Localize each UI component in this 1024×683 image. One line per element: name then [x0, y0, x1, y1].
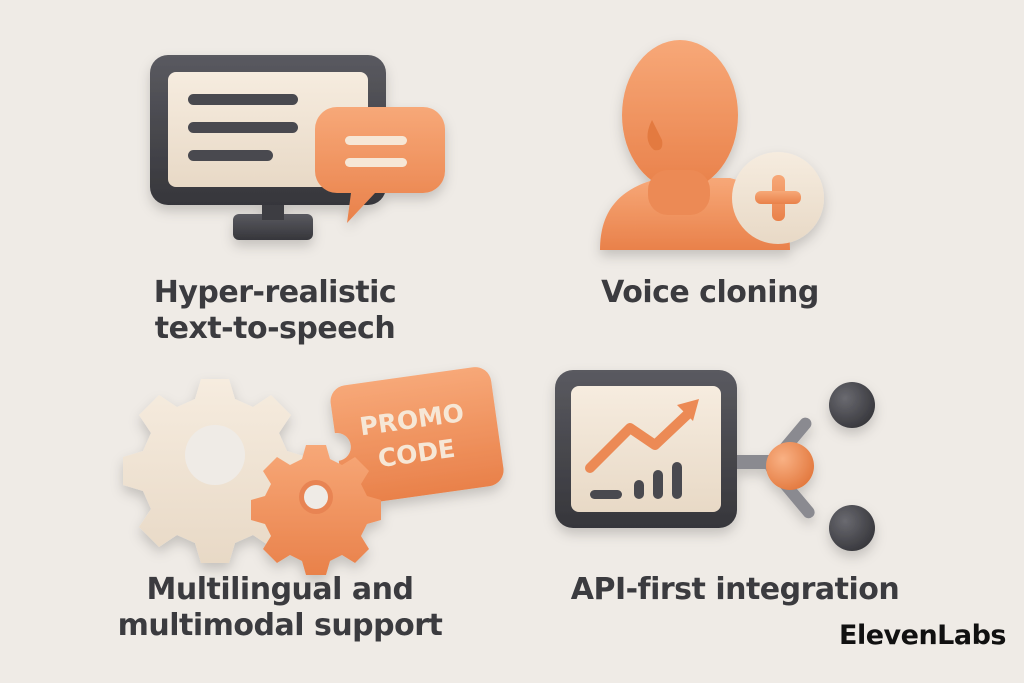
brand-logo: ElevenLabs: [839, 620, 1006, 651]
head-plus-icon: [600, 40, 824, 250]
feature-caption-api: API-first integration: [570, 572, 900, 607]
monitor-chat-icon: [150, 55, 445, 240]
promo-tag: [330, 367, 504, 505]
small-gear: [251, 445, 381, 575]
feature-caption-multilingual: Multilingual and multimodal support: [117, 572, 443, 643]
feature-caption-tts: Hyper-realistic text-to-speech: [153, 275, 397, 346]
chart-network-icon: [555, 370, 875, 551]
gears-promo-icon: [123, 367, 504, 575]
feature-caption-voice-cloning: Voice cloning: [601, 275, 819, 310]
